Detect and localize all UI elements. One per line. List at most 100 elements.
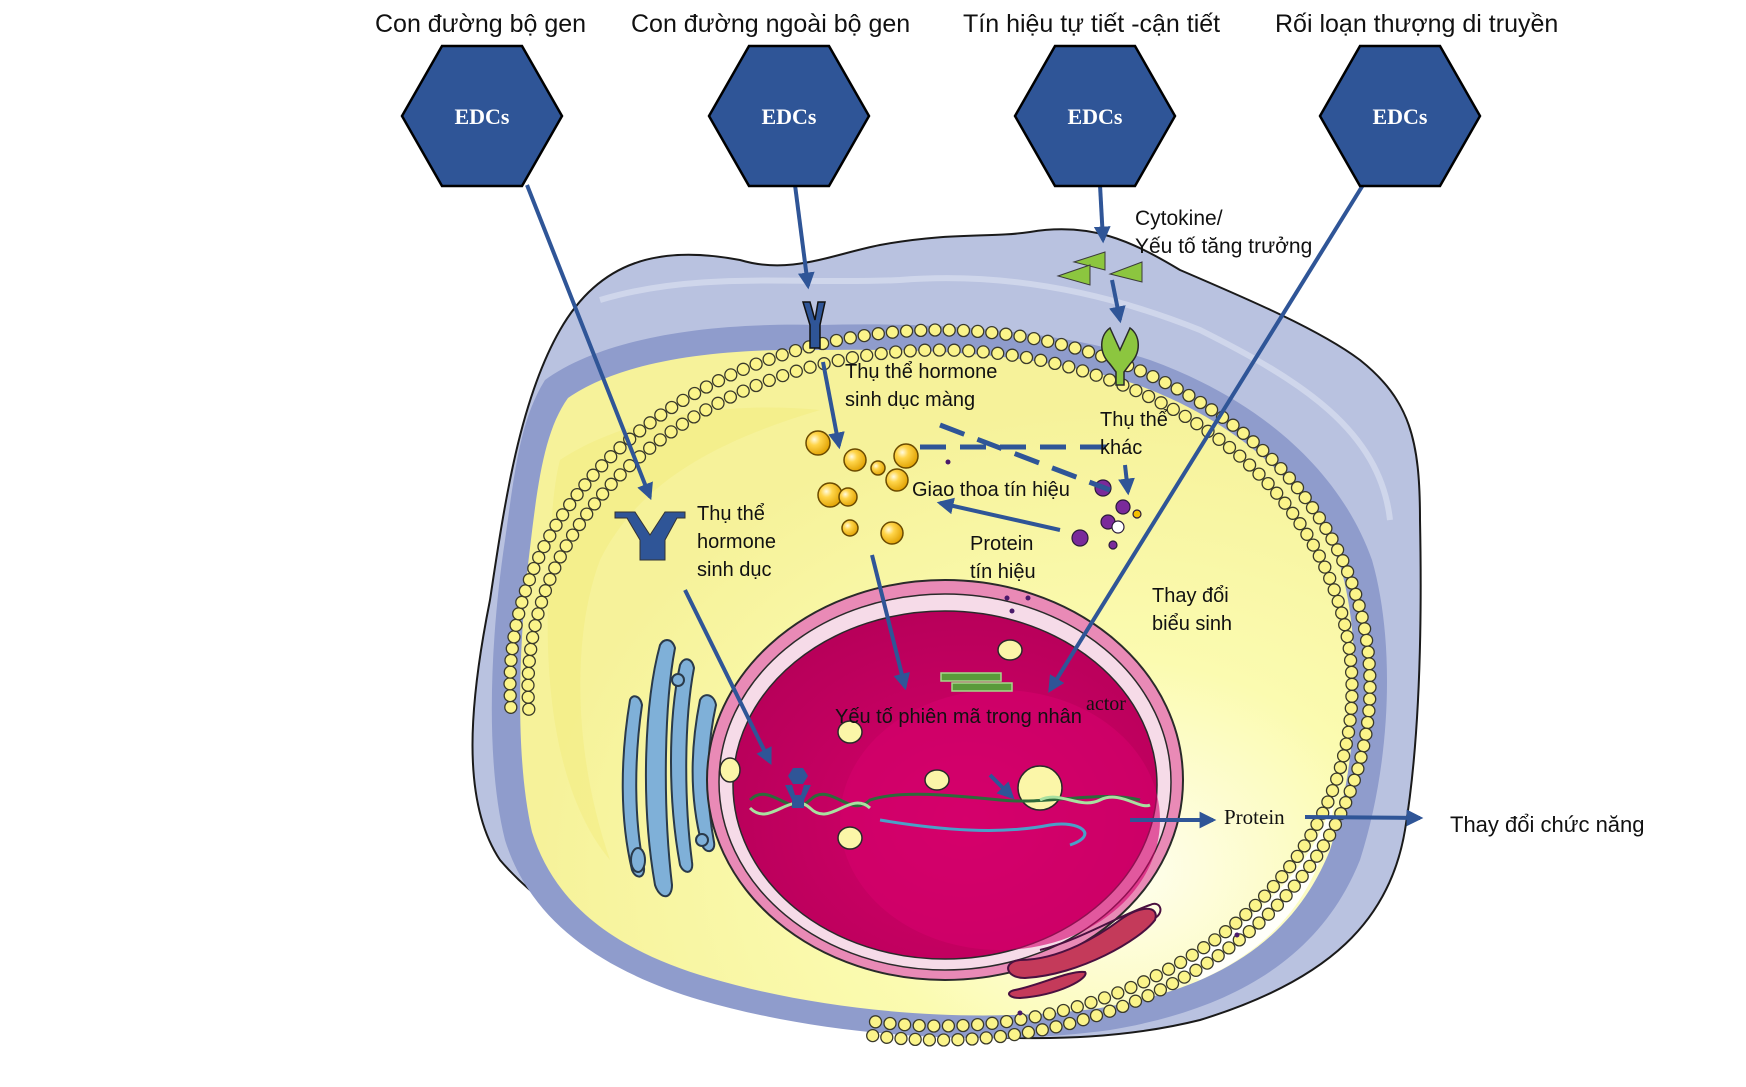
nuclear-receptor-icon (785, 768, 811, 808)
phospholipid-head (1345, 576, 1359, 590)
phospholipid-head (1124, 980, 1138, 995)
crosstalk-dashed-line (939, 422, 1111, 493)
phospholipid-head (885, 325, 900, 339)
phospholipid-head (1357, 739, 1371, 753)
phospholipid-head (912, 1018, 926, 1033)
phospholipid-head (512, 607, 526, 621)
arrow (525, 184, 653, 501)
label-sex-receptor-line2: hormone (697, 531, 776, 553)
phospholipid-head (521, 678, 535, 692)
phospholipid-head (1042, 1007, 1057, 1021)
label-sex-receptor-line1: Thụ thể (697, 503, 765, 525)
phospholipid-head (1013, 329, 1027, 343)
phospholipid-head (1141, 989, 1155, 1003)
phospholipid-head (1290, 849, 1304, 864)
phospholipid-head (1327, 583, 1341, 597)
phospholipid-head (532, 550, 546, 565)
phospholipid-head (1103, 1004, 1117, 1018)
phospholipid-head (1054, 337, 1069, 352)
phospholipid-head (1189, 963, 1203, 977)
phospholipid-head (970, 1017, 985, 1032)
phospholipid-head (1212, 432, 1226, 446)
phospholipid-head (899, 324, 914, 338)
label-protein: Protein (1224, 805, 1285, 829)
phospholipid-head (1048, 356, 1062, 371)
phospholipid-head (1111, 986, 1125, 1000)
signal-particle (1071, 529, 1089, 547)
dot (1004, 595, 1010, 601)
phospholipid-head (1236, 426, 1250, 440)
phospholipid-head (1049, 1020, 1063, 1034)
phospholipid-head (1290, 481, 1305, 495)
phospholipid-head (1298, 490, 1312, 505)
phospholipid-head (1357, 622, 1372, 636)
phospholipid-head (675, 417, 690, 431)
phospholipid-head (1362, 657, 1376, 671)
phospholipid-head (723, 390, 738, 404)
dot (1017, 1010, 1023, 1016)
growth-factor-ligand-icon (1056, 251, 1143, 286)
phospholipid-head (971, 324, 985, 339)
phospholipid-head (1229, 916, 1243, 930)
phospholipid-head (991, 346, 1005, 360)
edc-label: EDCs (1067, 104, 1122, 129)
phospholipid-head (553, 550, 567, 564)
vesicle (838, 487, 858, 507)
phospholipid-head (1041, 334, 1055, 348)
phospholipid-head (1165, 976, 1180, 991)
phospholipid-head (1283, 860, 1297, 874)
phospholipid-head (936, 1033, 951, 1047)
edc-label: EDCs (1372, 104, 1427, 129)
label-sex-hormone-receptor: Thụ thể hormone sinh dục (697, 500, 776, 584)
phospholipid-head (999, 327, 1013, 341)
phospholipid-head (613, 468, 627, 482)
pathway-arrows (525, 183, 1424, 829)
phospholipid-head (1226, 418, 1240, 432)
phospholipid-head (1275, 870, 1289, 884)
endoplasmic-reticulum-icon (1007, 902, 1162, 1000)
phospholipid-head (522, 702, 536, 716)
edc-label: EDCs (761, 104, 816, 129)
phospholipid-head (633, 424, 647, 438)
phospholipid-head (1068, 341, 1082, 355)
phospholipid-head (976, 345, 990, 359)
label-cytokine: Cytokine/ Yếu tố tăng trưởng (1135, 205, 1312, 261)
arrow (1093, 184, 1111, 244)
phospholipid-head (1310, 817, 1324, 831)
phospholipid-head (1295, 869, 1309, 884)
phospholipid-head (1146, 369, 1160, 384)
phospholipid-head (1362, 704, 1376, 718)
phospholipid-head (860, 348, 874, 363)
phospholipid-head (595, 459, 609, 473)
phospholipid-head (1321, 795, 1335, 809)
arrow (821, 361, 845, 450)
phospholipid-head (1363, 680, 1377, 694)
phospholipid-head (1339, 737, 1353, 751)
arrow (1048, 183, 1365, 693)
arrow (988, 773, 1015, 800)
phospholipid-head (1286, 506, 1300, 520)
nucleus (706, 579, 1184, 981)
signal-particle (1115, 499, 1131, 515)
phospholipid-head (1303, 859, 1317, 874)
phospholipid-head (687, 386, 702, 401)
phospholipid-head (749, 357, 763, 371)
phospholipid-head (985, 1016, 999, 1030)
edc-hexagon-2: EDCs (707, 44, 871, 188)
phospholipid-head (1333, 760, 1348, 775)
phospholipid-head (880, 1030, 894, 1044)
phospholipid-head (1335, 606, 1349, 620)
phospholipid-head (1344, 701, 1358, 715)
phospholipid-head (1300, 527, 1314, 541)
phospholipid-head (1345, 677, 1359, 691)
phospholipid-head (857, 328, 871, 343)
phospholipid-head (522, 573, 537, 587)
arrow (936, 497, 1061, 532)
phospholipid-head (979, 1031, 993, 1045)
pathway-title-genomic: Con đường bộ gen (375, 10, 587, 38)
phospholipid-head (1097, 991, 1112, 1005)
phospholipid-head (1297, 839, 1311, 853)
phospholipid-head (1252, 916, 1266, 930)
phospholipid-head (522, 654, 536, 668)
phospholipid-head (942, 323, 956, 337)
